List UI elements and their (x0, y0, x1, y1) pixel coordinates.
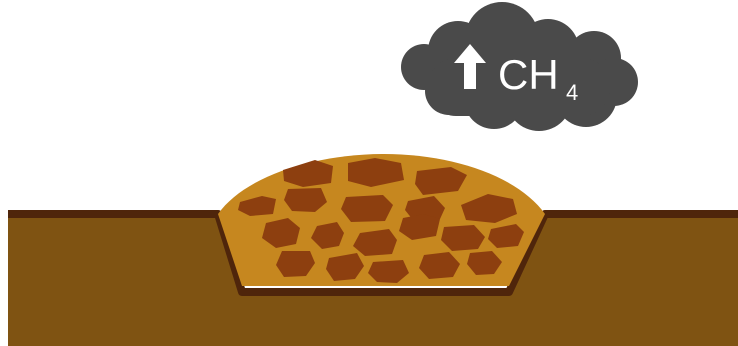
methane-cloud: CH 4 (401, 2, 638, 131)
waste-stone (341, 195, 393, 222)
methane-subscript: 4 (566, 80, 578, 105)
waste-pile (218, 154, 545, 286)
methane-label: CH (498, 51, 559, 98)
waste-stone (283, 160, 333, 187)
